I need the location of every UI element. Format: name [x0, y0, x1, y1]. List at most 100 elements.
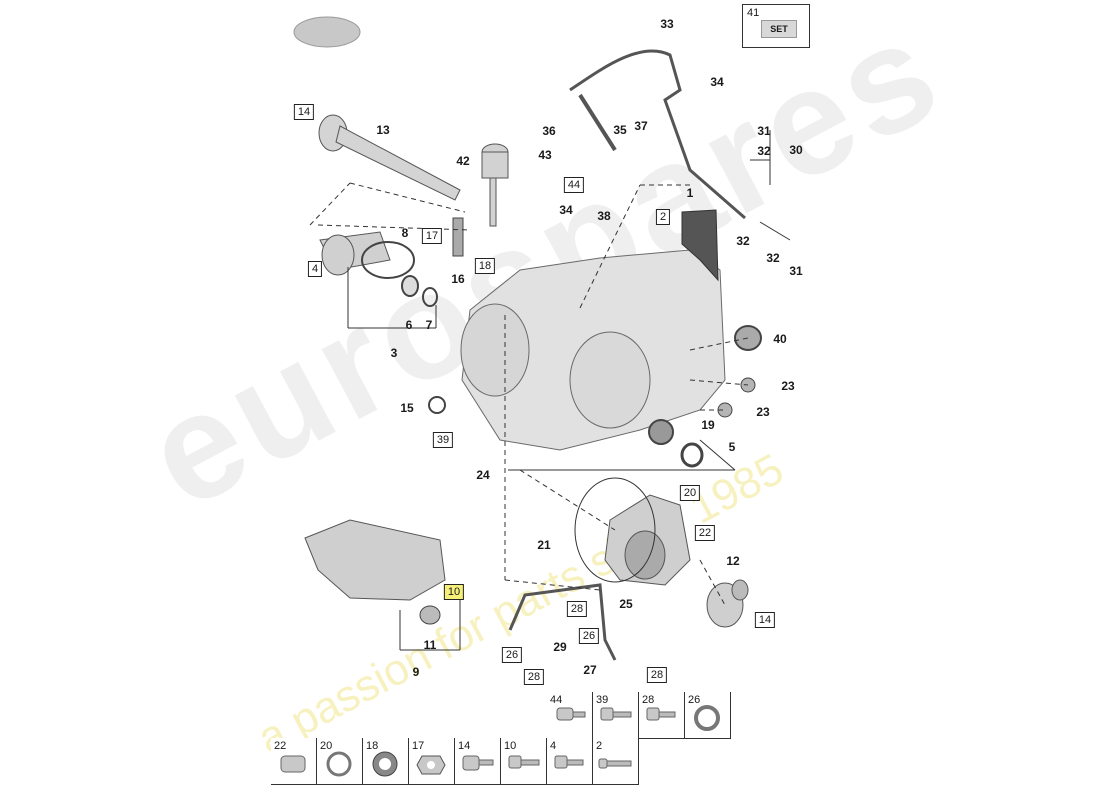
ring-5 — [680, 442, 704, 468]
bracket-part — [481, 143, 509, 227]
cap-part — [293, 16, 361, 48]
hardware-number: 2 — [596, 740, 603, 752]
sensor-part — [452, 217, 464, 257]
boxed-ref-20: 20 — [679, 485, 701, 501]
callout-31a: 31 — [757, 124, 771, 138]
boxed-ref-28c: 28 — [646, 667, 668, 683]
boxed-ref-17: 17 — [421, 228, 443, 244]
seal-40 — [734, 325, 762, 351]
callout-43: 43 — [538, 148, 552, 162]
sleeve-icon — [280, 755, 306, 773]
callout-32b: 32 — [736, 234, 750, 248]
hardware-number: 17 — [412, 740, 425, 752]
callout-35: 35 — [613, 123, 627, 137]
callout-23b: 23 — [756, 405, 770, 419]
ring-7 — [422, 287, 438, 307]
ring-6 — [401, 275, 419, 297]
transmission-housing — [460, 249, 726, 451]
callout-3: 3 — [390, 346, 398, 360]
hardware-number: 10 — [504, 740, 517, 752]
vent-line-36 — [578, 93, 617, 152]
o-ring-21 — [574, 477, 656, 583]
boxed-ref-44: 44 — [563, 177, 585, 193]
oil-pan-part — [304, 519, 446, 601]
hardware-number: 4 — [550, 740, 557, 752]
vent-line-33 — [569, 49, 746, 220]
hardware-number: 28 — [642, 694, 655, 706]
callout-38: 38 — [597, 209, 611, 223]
flange-bolt-icon — [556, 707, 586, 721]
leader-lines — [347, 130, 791, 651]
hardware-cell: 22 — [271, 738, 317, 785]
kit-set-label: SET — [761, 20, 797, 38]
vent-line-25 — [508, 583, 617, 661]
boxed-ref-14b: 14 — [754, 612, 776, 628]
callout-24: 24 — [476, 468, 490, 482]
hardware-cell: 44 — [547, 692, 593, 739]
callout-15: 15 — [400, 401, 414, 415]
callout-19: 19 — [701, 418, 715, 432]
hardware-cell: 10 — [501, 738, 547, 785]
callout-1: 1 — [686, 186, 694, 200]
kit-number: 41 — [747, 7, 760, 19]
boxed-ref-10: 10 — [443, 584, 465, 600]
boxed-ref-2: 2 — [655, 209, 671, 225]
flange-part — [319, 231, 391, 276]
callout-30: 30 — [789, 143, 803, 157]
callout-7: 7 — [425, 318, 433, 332]
callout-5: 5 — [728, 440, 736, 454]
bolt-icon — [600, 707, 632, 721]
callout-40: 40 — [773, 332, 787, 346]
bolt-icon — [508, 755, 540, 769]
hardware-cell: 20 — [317, 738, 363, 785]
boxed-ref-26b: 26 — [578, 628, 600, 644]
heat-shield-part — [681, 209, 719, 282]
callout-42: 42 — [456, 154, 470, 168]
dashed-leaders — [309, 182, 749, 606]
callout-33: 33 — [660, 17, 674, 31]
hardware-cell: 18 — [363, 738, 409, 785]
callout-27: 27 — [583, 663, 597, 677]
hardware-cell: 26 — [685, 692, 731, 739]
hardware-number: 26 — [688, 694, 701, 706]
hardware-number: 22 — [274, 740, 287, 752]
callout-13: 13 — [376, 123, 390, 137]
flange-bolt-icon — [462, 755, 494, 771]
gasket-ring-icon — [326, 751, 352, 777]
boxed-ref-39: 39 — [432, 432, 454, 448]
callout-8: 8 — [401, 226, 409, 240]
callout-31b: 31 — [789, 264, 803, 278]
hardware-cell: 28 — [639, 692, 685, 739]
callout-12: 12 — [726, 554, 740, 568]
seal-19 — [648, 419, 674, 445]
hardware-number: 18 — [366, 740, 379, 752]
boxed-ref-18: 18 — [474, 258, 496, 274]
callout-36: 36 — [542, 124, 556, 138]
hardware-cell: 39 — [593, 692, 639, 739]
callout-25: 25 — [619, 597, 633, 611]
seal-ring-icon — [372, 751, 398, 777]
hardware-cell: 2 — [593, 738, 639, 785]
bolt-icon — [646, 707, 676, 721]
callout-6: 6 — [405, 318, 413, 332]
callout-21: 21 — [537, 538, 551, 552]
boxed-ref-28b: 28 — [523, 669, 545, 685]
bolt-icon — [554, 755, 584, 769]
boxed-ref-14a: 14 — [293, 104, 315, 120]
hardware-number: 14 — [458, 740, 471, 752]
hardware-cell: 17 — [409, 738, 455, 785]
ring-15 — [428, 396, 446, 414]
hardware-number: 20 — [320, 740, 333, 752]
boxed-ref-22: 22 — [694, 525, 716, 541]
callout-23a: 23 — [781, 379, 795, 393]
boxed-ref-4: 4 — [307, 261, 323, 277]
callout-29: 29 — [553, 640, 567, 654]
callout-16: 16 — [451, 272, 465, 286]
boxed-ref-28a: 28 — [566, 601, 588, 617]
drain-plug — [419, 605, 441, 625]
callout-32c: 32 — [766, 251, 780, 265]
long-bolt-icon — [598, 758, 632, 769]
nut-icon — [416, 755, 446, 775]
hardware-number: 44 — [550, 694, 563, 706]
